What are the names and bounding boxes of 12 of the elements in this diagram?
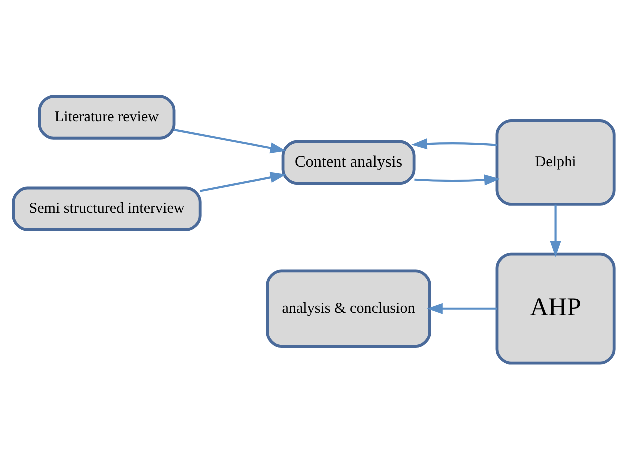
arrow bbox=[427, 302, 497, 314]
node-box: Delphi bbox=[496, 119, 616, 206]
arrow bbox=[412, 138, 498, 150]
arrow bbox=[550, 204, 562, 257]
arrow bbox=[200, 172, 286, 192]
node-box: AHP bbox=[496, 252, 616, 364]
node-box: Content analysis bbox=[282, 140, 416, 185]
arrow bbox=[174, 128, 286, 154]
node-box: Literature review bbox=[38, 94, 176, 140]
arrow bbox=[414, 174, 500, 186]
node-box: analysis & conclusion bbox=[266, 269, 432, 348]
node-box: Semi structured interview bbox=[12, 186, 202, 231]
